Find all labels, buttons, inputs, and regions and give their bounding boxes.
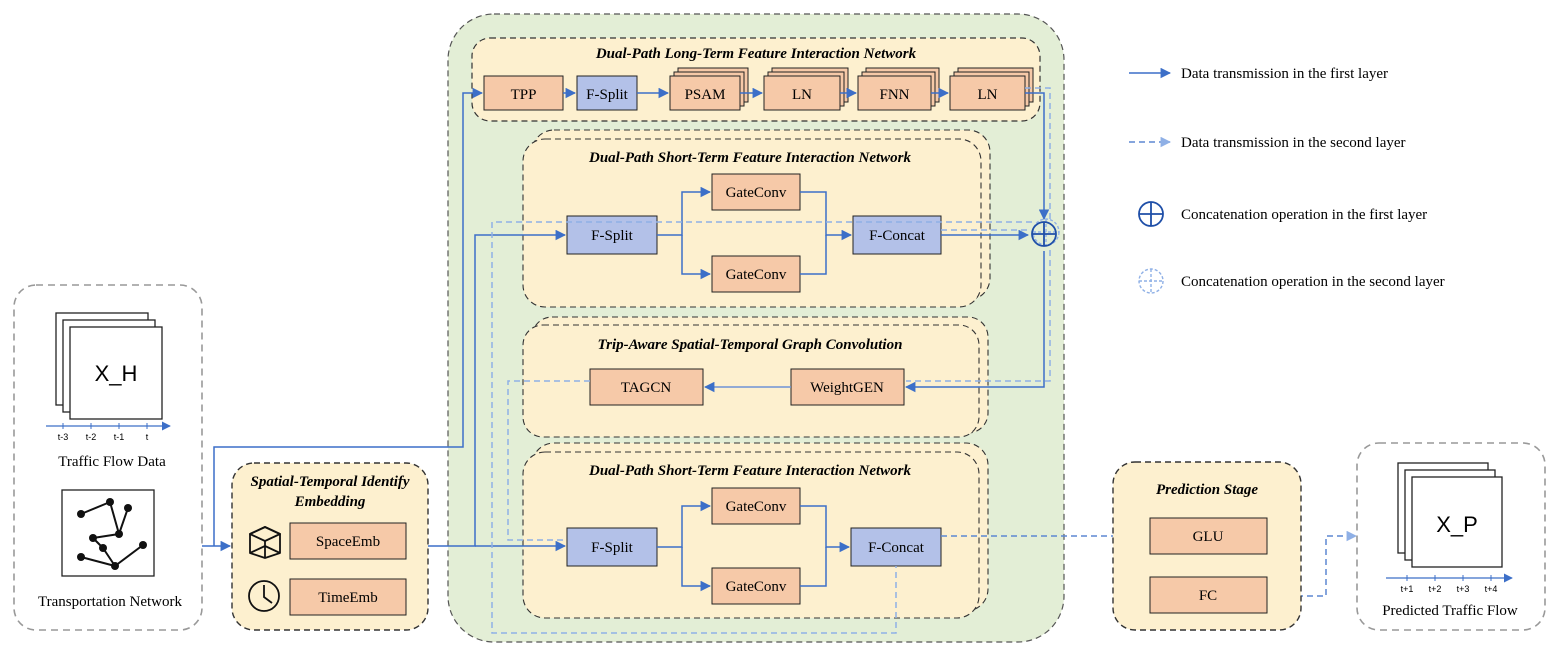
axis-tick-label: t-1 [114, 432, 125, 442]
graph-conv-title: Trip-Aware Spatial-Temporal Graph Convol… [598, 337, 903, 353]
st2-gate-top-label: GateConv [726, 499, 787, 515]
st1-split-label: F-Split [591, 228, 634, 244]
glu-label: GLU [1193, 529, 1224, 545]
long-term-module-label: PSAM [685, 87, 726, 103]
xh-label: X_H [95, 361, 138, 386]
st2-gate-bottom-label: GateConv [726, 579, 787, 595]
axis-tick-label: t-2 [86, 432, 97, 442]
long-term-module-ln: LN [949, 67, 1034, 111]
long-term-module-psam: PSAM [669, 67, 749, 111]
legend-concat-first-icon [1138, 201, 1164, 227]
axis-tick-label: t+2 [1429, 584, 1442, 594]
weightgen-label: WeightGEN [810, 380, 884, 396]
legend-first-layer: Data transmission in the first layer [1181, 66, 1388, 82]
st2-concat-label: F-Concat [868, 540, 925, 556]
st2-gate-bottom-box [711, 567, 801, 605]
long-term-module-f-split: F-Split [576, 75, 638, 111]
embedding-title-1: Spatial-Temporal Identify [250, 474, 409, 490]
short-term-1-panel [522, 138, 982, 308]
long-term-module-label: LN [792, 87, 812, 103]
weightgen-box [790, 368, 905, 406]
long-term-title: Dual-Path Long-Term Feature Interaction … [595, 46, 917, 62]
legend-second-layer: Data transmission in the second layer [1181, 135, 1406, 151]
prediction-title: Prediction Stage [1156, 482, 1258, 498]
legend-concat-first: Concatenation operation in the first lay… [1181, 207, 1427, 223]
long-term-module-label: F-Split [586, 87, 629, 103]
clock-icon [248, 580, 280, 612]
xp-label: X_P [1436, 512, 1478, 537]
long-term-module-label: LN [978, 87, 998, 103]
legend-concat-second-icon [1138, 268, 1164, 294]
network-graph [61, 489, 155, 577]
long-term-module-label: FNN [879, 87, 909, 103]
long-term-module-label: TPP [511, 87, 537, 103]
tagcn-label: TAGCN [621, 380, 672, 396]
long-term-module-fnn: FNN [857, 67, 940, 111]
axis-tick-label: t-3 [58, 432, 69, 442]
long-term-modules: TPP F-Split PSAM LN FNN LN [483, 67, 1034, 111]
st1-gate-bottom-box [711, 255, 801, 293]
traffic-flow-label: Traffic Flow Data [58, 454, 166, 470]
fc-box [1149, 576, 1268, 614]
legend-concat-second: Concatenation operation in the second la… [1181, 274, 1445, 290]
short-term-2-title: Dual-Path Short-Term Feature Interaction… [588, 463, 911, 479]
history-time-axis: t-3 t-2 t-1 t [46, 421, 171, 442]
short-term-2-panel [522, 451, 980, 619]
concat-node-first [1031, 221, 1057, 247]
axis-tick-label: t [146, 432, 149, 442]
space-emb-box [289, 522, 407, 560]
axis-tick-label: t+1 [1401, 584, 1414, 594]
short-term-1-title: Dual-Path Short-Term Feature Interaction… [588, 150, 911, 166]
history-data-stack: X_H [55, 312, 163, 420]
legend: Data transmission in the first layer Dat… [1129, 66, 1445, 294]
second-layer-connectors [491, 87, 1358, 634]
st2-split-label: F-Split [591, 540, 634, 556]
prediction-data-stack: X_P [1397, 462, 1503, 568]
cube-icon [249, 526, 281, 559]
prediction-time-axis: t+1 t+2 t+3 t+4 [1386, 573, 1513, 594]
tagcn-box [589, 368, 704, 406]
first-layer-connectors [202, 87, 1050, 592]
predicted-traffic-label: Predicted Traffic Flow [1382, 603, 1518, 619]
st1-concat-label: F-Concat [869, 228, 926, 244]
fc-label: FC [1199, 588, 1217, 604]
network-label: Transportation Network [38, 594, 183, 610]
time-emb-box [289, 578, 407, 616]
output-panel [1356, 442, 1546, 631]
st1-gate-top-box [711, 173, 801, 211]
long-term-module-tpp: TPP [483, 75, 564, 111]
input-panel [13, 284, 203, 631]
axis-tick-label: t+3 [1457, 584, 1470, 594]
glu-box [1149, 517, 1268, 555]
st1-gate-top-label: GateConv [726, 185, 787, 201]
st2-split-box [566, 527, 658, 567]
space-emb-label: SpaceEmb [316, 534, 380, 550]
st1-gate-bottom-label: GateConv [726, 267, 787, 283]
embedding-title-2: Embedding [294, 494, 366, 510]
time-emb-label: TimeEmb [318, 590, 377, 606]
long-term-module-ln: LN [763, 67, 849, 111]
axis-tick-label: t+4 [1485, 584, 1498, 594]
